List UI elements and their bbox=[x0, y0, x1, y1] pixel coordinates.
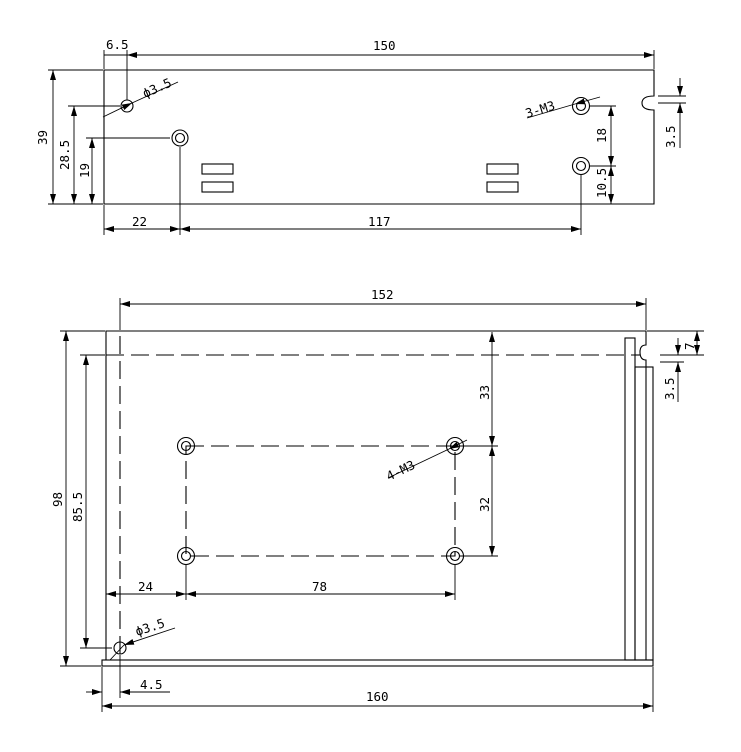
mounting-pattern bbox=[185, 445, 456, 557]
top-view-outline bbox=[103, 69, 655, 205]
dim-160: 160 bbox=[366, 689, 389, 704]
bottom-flange bbox=[101, 659, 654, 667]
vent-slot bbox=[201, 181, 234, 193]
top-thread-label: 3-M3 bbox=[523, 98, 556, 121]
dim-85-5: 85.5 bbox=[70, 492, 85, 522]
bottom-hole-label: ϕ3.5 bbox=[133, 615, 166, 639]
top-view: 6.5 150 39 28.5 19 ϕ3.5 22 117 18 10.5 bbox=[35, 37, 686, 235]
top-hole-label: ϕ3.5 bbox=[140, 75, 174, 101]
dim-24: 24 bbox=[138, 579, 153, 594]
dim-4-5: 4.5 bbox=[140, 677, 163, 692]
dim-22: 22 bbox=[132, 214, 147, 229]
dim-6-5: 6.5 bbox=[106, 37, 129, 52]
dim-117: 117 bbox=[368, 214, 391, 229]
dim-19: 19 bbox=[77, 163, 92, 178]
dim-98: 98 bbox=[50, 492, 65, 507]
bottom-view: 152 7 3.5 33 32 4-M3 98 85.5 bbox=[50, 287, 704, 712]
top-hole-m3-lower bbox=[571, 156, 591, 176]
dim-152: 152 bbox=[371, 287, 394, 302]
dim-32: 32 bbox=[477, 497, 492, 512]
bottom-plate-outline bbox=[105, 330, 647, 661]
dim-39: 39 bbox=[35, 130, 50, 145]
dim-18: 18 bbox=[594, 128, 609, 143]
dim-33: 33 bbox=[477, 385, 492, 400]
side-rail bbox=[624, 337, 636, 661]
bottom-hole-m3 bbox=[176, 436, 196, 456]
dim-7: 7 bbox=[682, 342, 697, 350]
dim-3-5-bottom: 3.5 bbox=[662, 377, 677, 400]
top-hole-d35 bbox=[120, 99, 134, 113]
side-rail bbox=[634, 366, 654, 661]
vent-slot bbox=[486, 163, 519, 175]
dim-3-5-top: 3.5 bbox=[663, 125, 678, 148]
vent-slot bbox=[201, 163, 234, 175]
dim-28-5: 28.5 bbox=[57, 140, 72, 170]
dim-78: 78 bbox=[312, 579, 327, 594]
top-hole-m3-upper bbox=[571, 96, 591, 116]
bottom-hole-d35 bbox=[113, 641, 127, 655]
dim-10-5: 10.5 bbox=[594, 168, 609, 198]
bottom-thread-label: 4-M3 bbox=[384, 457, 418, 484]
vent-slot bbox=[486, 181, 519, 193]
dim-150: 150 bbox=[373, 38, 396, 53]
top-hole-left-center bbox=[171, 129, 189, 147]
